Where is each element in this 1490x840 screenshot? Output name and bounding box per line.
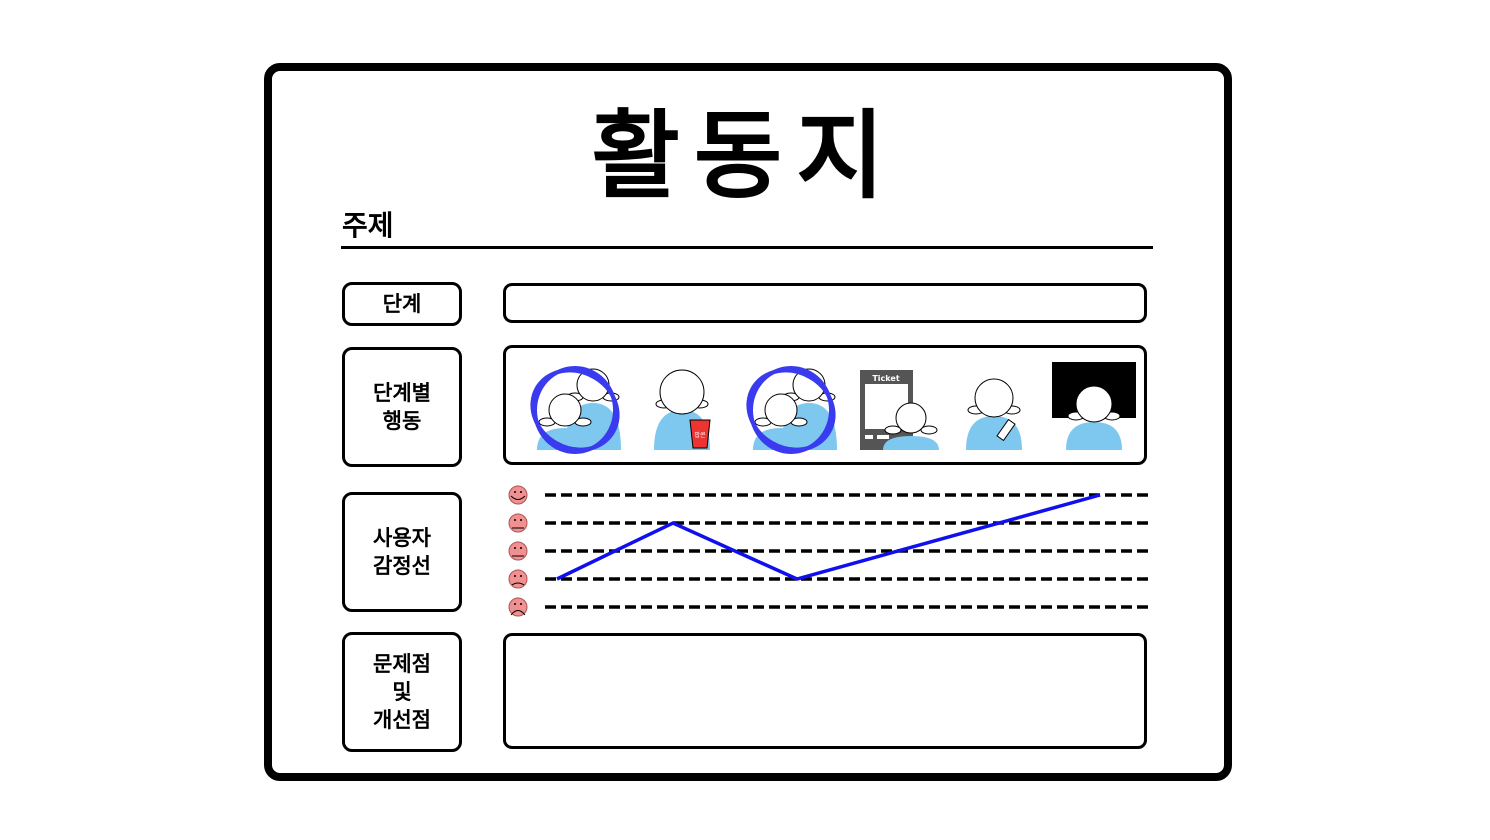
actions-box (503, 345, 1147, 465)
stage-input[interactable] (503, 283, 1147, 323)
emotion-happy-icon (508, 513, 528, 533)
person-phone (966, 378, 1022, 450)
emotion-neutral-icon (508, 541, 528, 561)
svg-text:팝콘: 팝콘 (694, 432, 706, 439)
actions-label: 단계별 행동 (342, 347, 462, 467)
emotion-very-happy-icon (508, 485, 528, 505)
phone-icon (996, 418, 1016, 442)
person-kiosk (883, 402, 939, 450)
emotion-label: 사용자 감정선 (342, 492, 462, 612)
emotion-sad-icon (508, 569, 528, 589)
svg-text:Ticket: Ticket (872, 374, 899, 383)
issues-label: 문제점 및 개선점 (342, 632, 462, 752)
stage-label: 단계 (342, 282, 462, 326)
worksheet-frame (264, 63, 1232, 781)
emotion-very-sad-icon (508, 597, 528, 617)
topic-label: 주제 (342, 209, 394, 242)
crowd-crossed-1 (746, 366, 837, 454)
emotion-curve (556, 493, 1101, 581)
crowd-crossed-0 (530, 366, 621, 454)
person-front (537, 393, 593, 450)
person-watching (1066, 385, 1122, 450)
topic-underline (341, 246, 1153, 249)
page-title: 활동지 (591, 100, 899, 212)
issues-input[interactable] (503, 633, 1147, 749)
popcorn-icon: 팝콘 (689, 419, 711, 449)
person-front (753, 393, 809, 450)
